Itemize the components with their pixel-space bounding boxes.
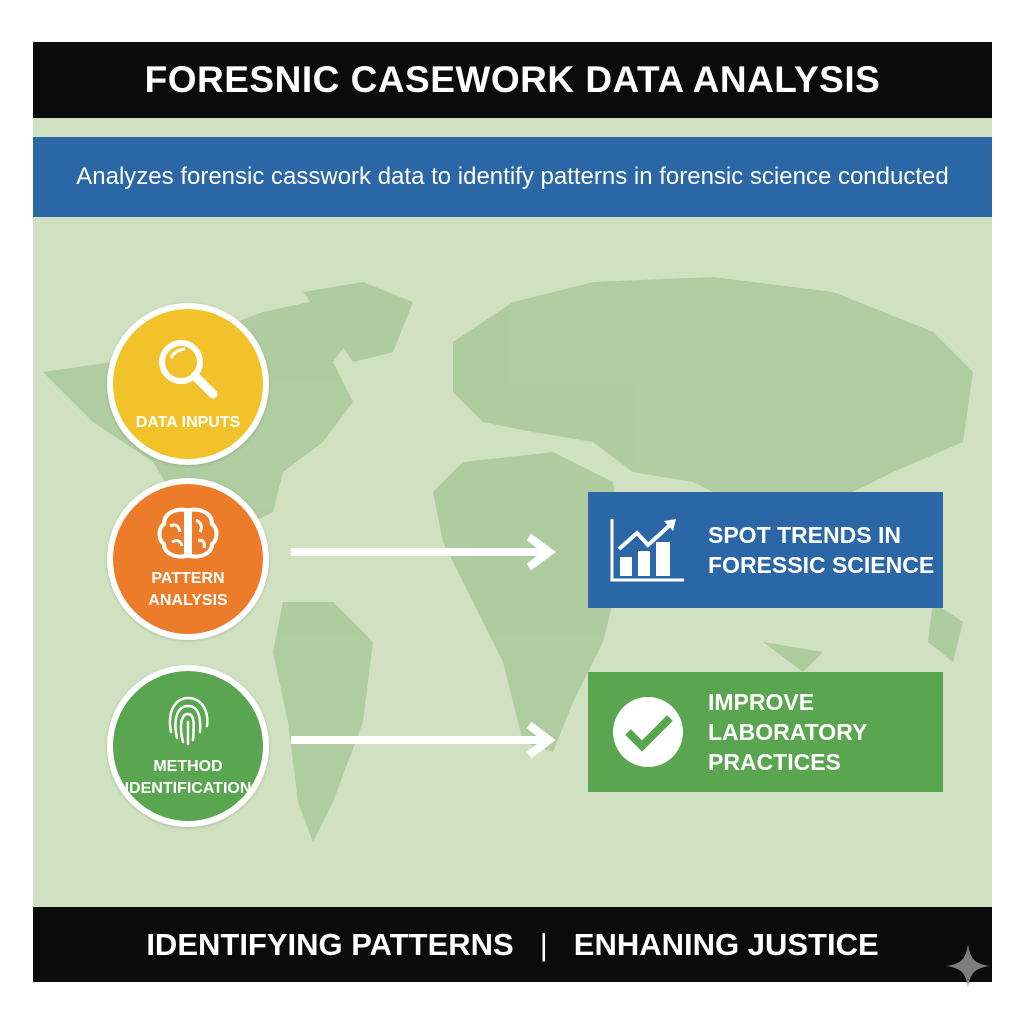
description-banner: Analyzes forensic casswork data to ident… [33, 137, 992, 217]
step-label-line1: METHOD [153, 758, 223, 775]
outcome-line2: LABORATORY [708, 719, 868, 745]
step-pattern-analysis: PATTERN ANALYSIS [107, 478, 269, 640]
page-title: FORESNIC CASEWORK DATA ANALYSIS [144, 59, 881, 100]
footer-bar: IDENTIFYING PATTERNS | ENHANING JUSTICE [33, 907, 992, 982]
sparkle-icon [946, 944, 990, 988]
trend-chart-icon [610, 519, 684, 582]
step-data-inputs: DATA INPUTS [107, 303, 269, 465]
description-text: Analyzes forensic casswork data to ident… [76, 163, 949, 190]
step-label-line2: IDENTIFICATION [124, 780, 252, 797]
footer-separator: | [539, 926, 548, 962]
outcome-improve-practices: IMPROVE LABORATORY PRACTICES [588, 672, 943, 792]
world-map [43, 277, 973, 842]
footer-left: IDENTIFYING PATTERNS [146, 926, 514, 962]
step-method-identification: METHOD IDENTIFICATION [107, 665, 269, 827]
infographic: FORESNIC CASEWORK DATA ANALYSIS Analyzes… [33, 42, 992, 982]
outcome-spot-trends: SPOT TRENDS IN FORESSIC SCIENCE [588, 492, 943, 608]
step-label-line1: PATTERN [151, 570, 225, 587]
footer-right: ENHANING JUSTICE [573, 926, 879, 962]
outcome-line3: PRACTICES [708, 749, 841, 775]
arrow-to-trends [291, 534, 556, 570]
fingerprint-icon [168, 696, 209, 746]
outcome-line1: SPOT TRENDS IN [708, 522, 901, 548]
magnifying-glass-icon [159, 340, 218, 399]
brain-icon [157, 507, 219, 559]
arrow-to-practices [291, 722, 556, 758]
check-circle-icon [613, 697, 683, 767]
step-label-line2: ANALYSIS [148, 592, 228, 609]
title-bar: FORESNIC CASEWORK DATA ANALYSIS [33, 42, 992, 118]
outcome-line2: FORESSIC SCIENCE [708, 552, 935, 578]
step-label: DATA INPUTS [135, 414, 241, 431]
outcome-line1: IMPROVE [708, 689, 815, 715]
